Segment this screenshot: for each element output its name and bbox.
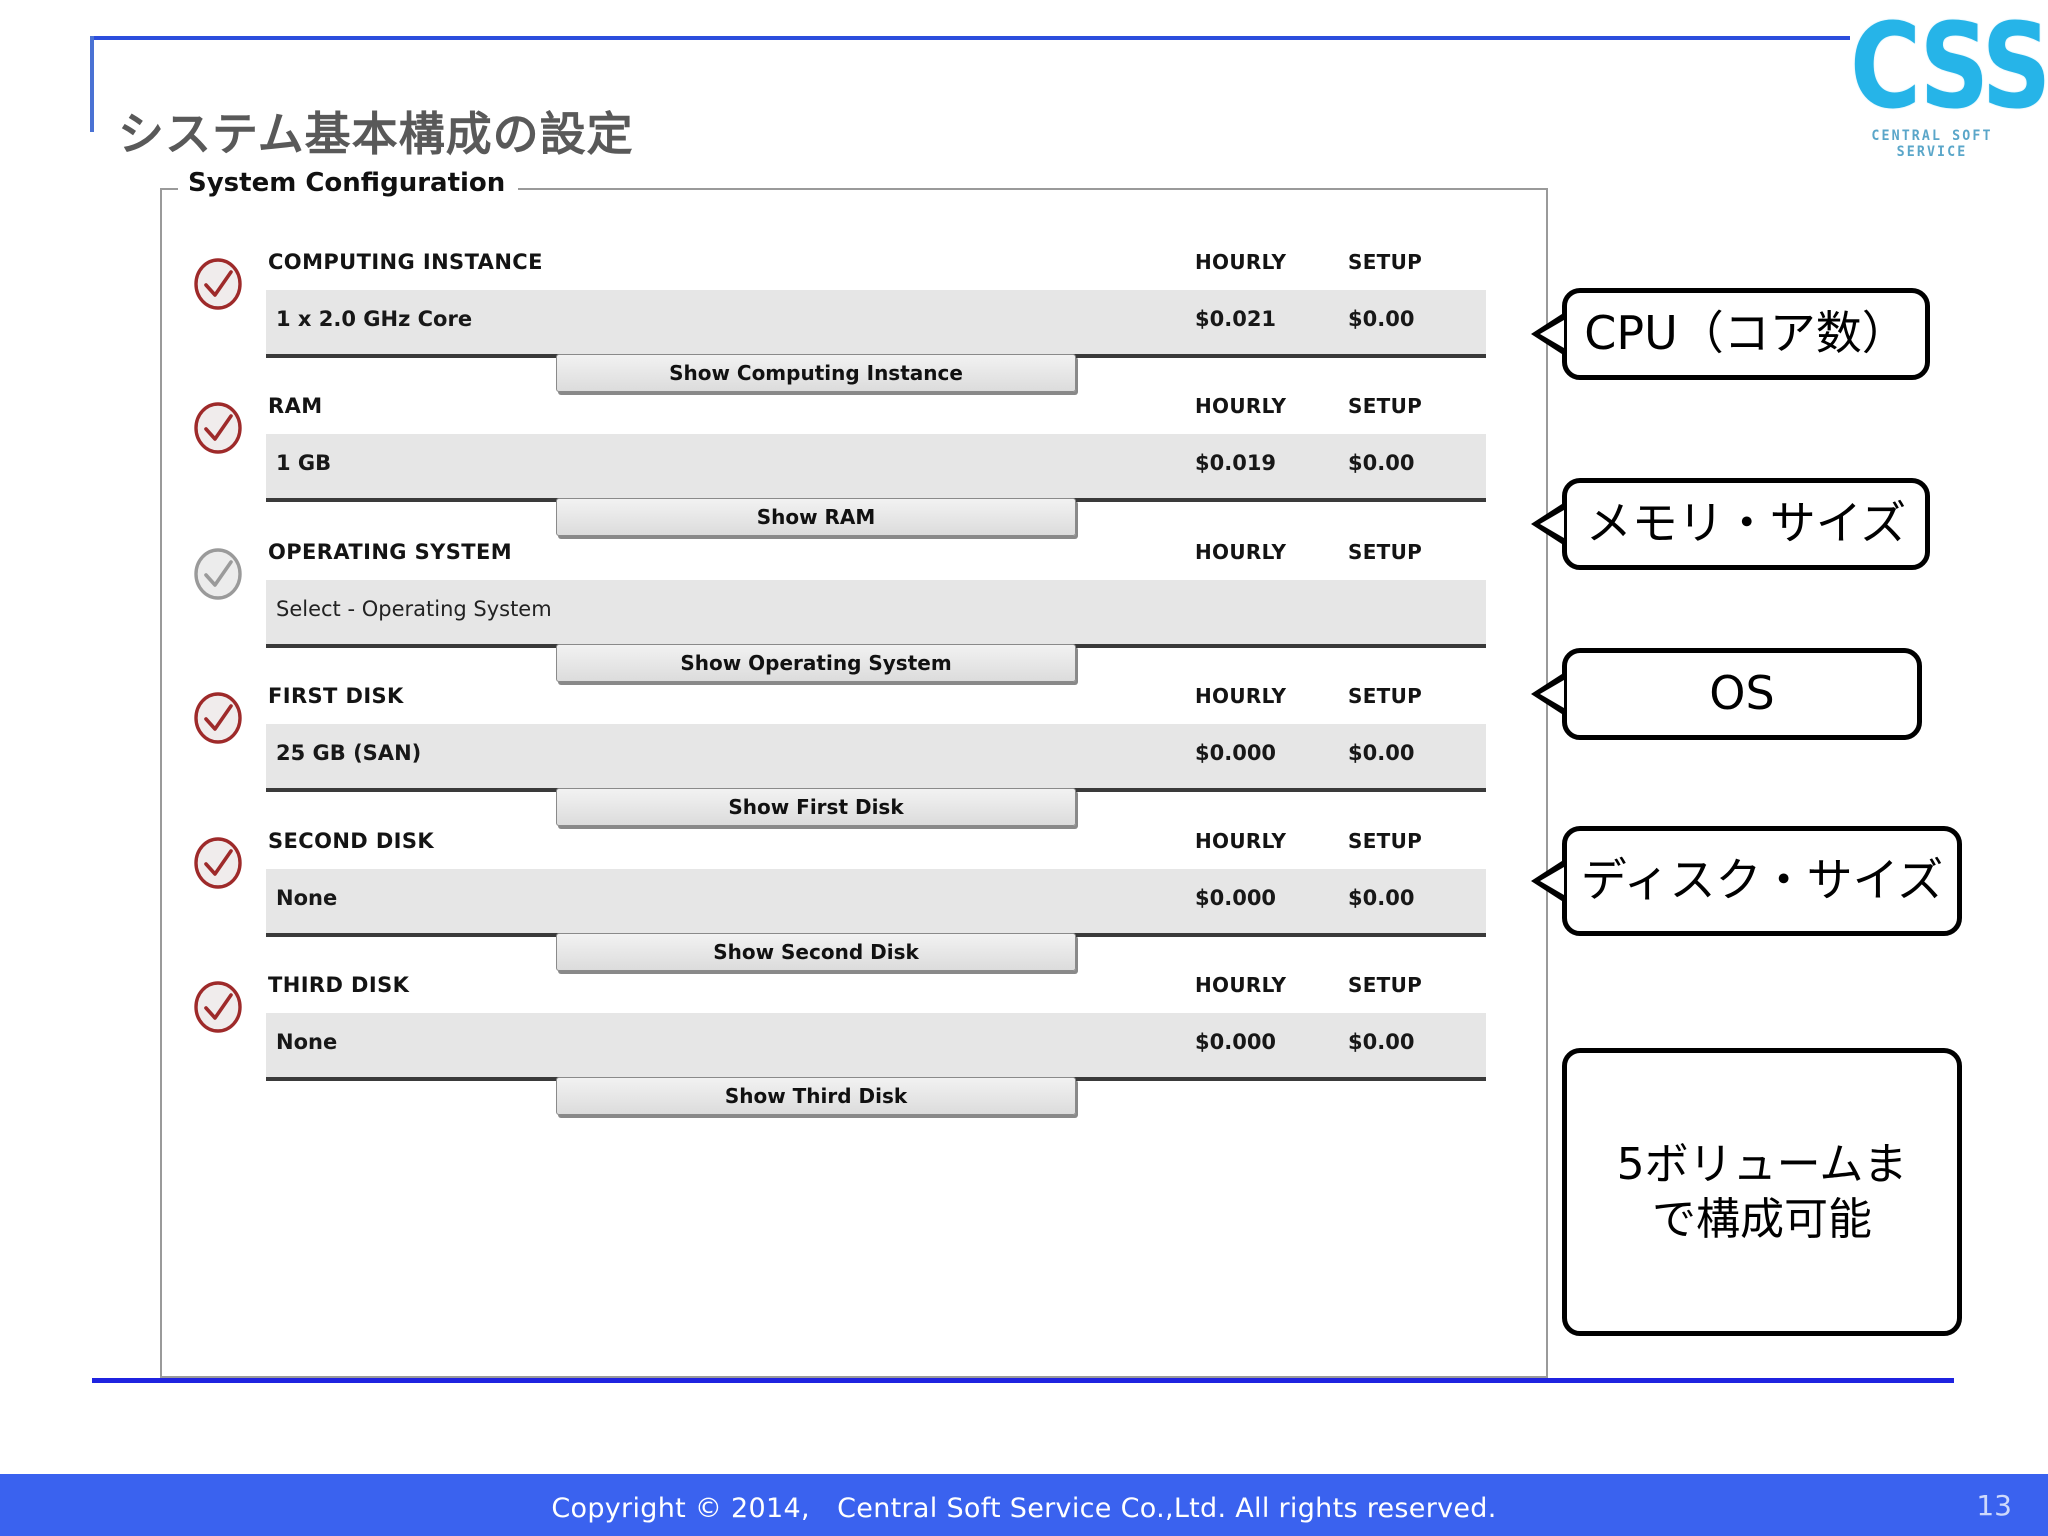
- section-value: 1 x 2.0 GHz Core: [276, 307, 473, 331]
- callout-balloon: ディスク・サイズ: [1531, 826, 1962, 936]
- section-hourly-price: $0.019: [1195, 451, 1277, 475]
- callout-balloon: メモリ・サイズ: [1531, 478, 1930, 570]
- logo-wordmark: CSS: [1850, 0, 2048, 135]
- section-button-row: Show Third Disk: [178, 1077, 1528, 1127]
- config-section: COMPUTING INSTANCE HOURLY SETUP 1 x 2.0 GHz…: [178, 244, 1528, 404]
- callout-text: メモリ・サイズ: [1585, 496, 1907, 551]
- section-title: COMPUTING INSTANCE: [268, 250, 543, 274]
- slide-footer: Copyright © 2014, Central Soft Service C…: [0, 1474, 2048, 1536]
- section-button-row: Show First Disk: [178, 788, 1528, 838]
- show-button[interactable]: Show Third Disk: [556, 1077, 1076, 1115]
- column-header-hourly: HOURLY: [1195, 540, 1287, 564]
- callout-tail-icon: [1531, 502, 1565, 546]
- show-button[interactable]: Show Second Disk: [556, 933, 1076, 971]
- check-circle-red-icon[interactable]: [192, 402, 244, 454]
- column-header-hourly: HOURLY: [1195, 684, 1287, 708]
- column-header-hourly: HOURLY: [1195, 394, 1287, 418]
- column-header-hourly: HOURLY: [1195, 250, 1287, 274]
- section-title: RAM: [268, 394, 323, 418]
- page-title: システム基本構成の設定: [118, 107, 634, 161]
- callout-balloon: OS: [1531, 648, 1922, 740]
- callout-text: OS: [1709, 666, 1775, 721]
- show-button[interactable]: Show First Disk: [556, 788, 1076, 826]
- column-header-hourly: HOURLY: [1195, 829, 1287, 853]
- callout-text: ディスク・サイズ: [1580, 853, 1944, 908]
- section-setup-price: $0.00: [1348, 741, 1415, 765]
- copyright-text: Copyright © 2014, Central Soft Service C…: [551, 1492, 1497, 1524]
- section-button-row: Show Computing Instance: [178, 354, 1528, 404]
- section-header: RAM HOURLY SETUP: [178, 388, 1528, 434]
- header-top-rule: [90, 36, 1850, 40]
- section-setup-price: $0.00: [1348, 451, 1415, 475]
- section-value: Select - Operating System: [276, 597, 552, 621]
- callout-balloon: 5ボリュームま で構成可能: [1562, 1048, 1962, 1336]
- show-button[interactable]: Show Operating System: [556, 644, 1076, 682]
- column-header-setup: SETUP: [1348, 250, 1423, 274]
- section-row[interactable]: 1 x 2.0 GHz Core $0.021 $0.00: [266, 290, 1486, 358]
- logo-tagline: CENTRAL SOFT SERVICE: [1871, 128, 1993, 160]
- section-header: COMPUTING INSTANCE HOURLY SETUP: [178, 244, 1528, 290]
- callout-text: 5ボリュームま で構成可能: [1616, 1139, 1908, 1245]
- check-circle-red-icon[interactable]: [192, 981, 244, 1033]
- section-button-row: Show Operating System: [178, 644, 1528, 694]
- css-logo: CSS CENTRAL SOFT SERVICE: [1832, 0, 2048, 182]
- callout-tail-icon: [1531, 672, 1565, 716]
- footer-top-rule: [92, 1378, 1954, 1383]
- show-button[interactable]: Show RAM: [556, 498, 1076, 536]
- section-title: SECOND DISK: [268, 829, 435, 853]
- section-hourly-price: $0.000: [1195, 886, 1277, 910]
- groupbox-legend: System Configuration: [182, 168, 512, 198]
- section-title: FIRST DISK: [268, 684, 404, 708]
- section-header: OPERATING SYSTEM HOURLY SETUP: [178, 534, 1528, 580]
- section-title: OPERATING SYSTEM: [268, 540, 513, 564]
- section-header: SECOND DISK HOURLY SETUP: [178, 823, 1528, 869]
- check-circle-red-icon[interactable]: [192, 837, 244, 889]
- section-hourly-price: $0.021: [1195, 307, 1277, 331]
- section-setup-price: $0.00: [1348, 1030, 1415, 1054]
- section-hourly-price: $0.000: [1195, 741, 1277, 765]
- section-header: FIRST DISK HOURLY SETUP: [178, 678, 1528, 724]
- section-row[interactable]: None $0.000 $0.00: [266, 1013, 1486, 1081]
- column-header-setup: SETUP: [1348, 394, 1423, 418]
- column-header-setup: SETUP: [1348, 684, 1423, 708]
- section-setup-price: $0.00: [1348, 307, 1415, 331]
- section-title: THIRD DISK: [268, 973, 410, 997]
- page-number: 13: [1976, 1489, 2012, 1522]
- config-section: FIRST DISK HOURLY SETUP 25 GB (SAN) $0.000 $0…: [178, 678, 1528, 838]
- section-row[interactable]: 1 GB $0.019 $0.00: [266, 434, 1486, 502]
- section-hourly-price: $0.000: [1195, 1030, 1277, 1054]
- header-left-rule: [90, 36, 94, 132]
- section-header: THIRD DISK HOURLY SETUP: [178, 967, 1528, 1013]
- check-circle-red-icon[interactable]: [192, 692, 244, 744]
- section-row[interactable]: None $0.000 $0.00: [266, 869, 1486, 937]
- groupbox-top-border-left: [160, 188, 178, 190]
- column-header-setup: SETUP: [1348, 973, 1423, 997]
- callout-text: CPU（コア数）: [1584, 306, 1908, 361]
- section-value: 1 GB: [276, 451, 332, 475]
- check-circle-gray-icon[interactable]: [192, 548, 244, 600]
- section-row[interactable]: Select - Operating System: [266, 580, 1486, 648]
- section-row[interactable]: 25 GB (SAN) $0.000 $0.00: [266, 724, 1486, 792]
- callout-tail-icon: [1531, 312, 1565, 356]
- section-value: None: [276, 1030, 338, 1054]
- config-section: OPERATING SYSTEM HOURLY SETUP Select - Oper…: [178, 534, 1528, 694]
- callout-tail-icon: [1531, 859, 1565, 903]
- callout-balloon: CPU（コア数）: [1531, 288, 1930, 380]
- section-button-row: Show Second Disk: [178, 933, 1528, 983]
- show-button[interactable]: Show Computing Instance: [556, 354, 1076, 392]
- check-circle-red-icon[interactable]: [192, 258, 244, 310]
- column-header-setup: SETUP: [1348, 829, 1423, 853]
- section-button-row: Show RAM: [178, 498, 1528, 548]
- column-header-hourly: HOURLY: [1195, 973, 1287, 997]
- section-value: 25 GB (SAN): [276, 741, 422, 765]
- section-setup-price: $0.00: [1348, 886, 1415, 910]
- section-value: None: [276, 886, 338, 910]
- groupbox-top-border-right: [518, 188, 1548, 190]
- column-header-setup: SETUP: [1348, 540, 1423, 564]
